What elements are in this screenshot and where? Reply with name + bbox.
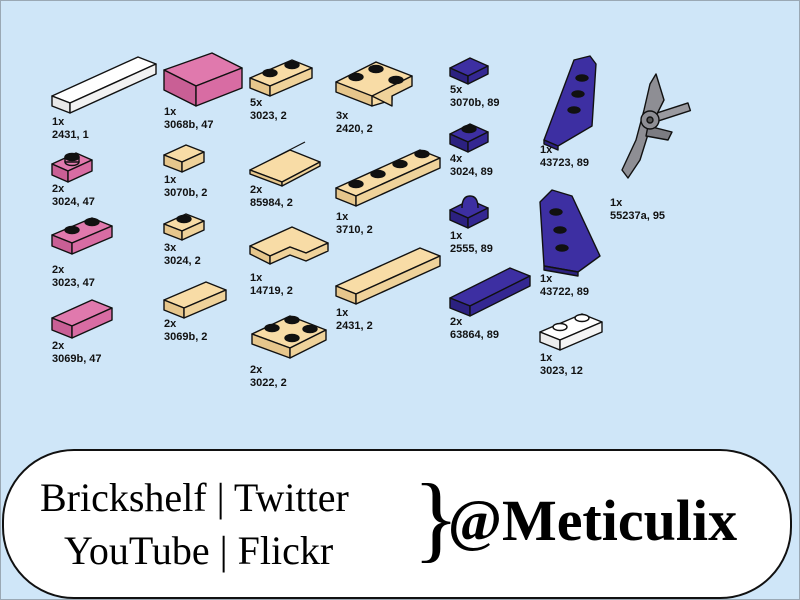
part-p6-icon <box>163 144 205 173</box>
part-p19-label: 2x 63864, 89 <box>450 316 499 341</box>
part-p23-icon <box>621 73 692 179</box>
banner-handle: @Meticulix <box>448 488 738 553</box>
part-p14-label: 1x 3710, 2 <box>336 211 373 236</box>
banner-links-line1: Brickshelf | Twitter <box>40 475 349 520</box>
part-p3-label: 2x 3023, 47 <box>52 264 95 289</box>
part-p21-label: 1x 43722, 89 <box>540 273 589 298</box>
part-p20-label: 1x 43723, 89 <box>540 144 589 169</box>
part-p22-label: 1x 3023, 12 <box>540 352 583 377</box>
part-p20-icon <box>543 55 597 151</box>
part-p21-icon <box>539 189 601 277</box>
part-p10-label: 2x 85984, 2 <box>250 184 293 209</box>
part-p22-icon <box>539 313 603 351</box>
part-p11-label: 1x 14719, 2 <box>250 272 293 297</box>
part-p3-icon <box>51 217 113 255</box>
part-p23-label: 1x 55237a, 95 <box>610 197 666 222</box>
part-p4-icon <box>51 299 113 339</box>
part-p5-label: 1x 3068b, 47 <box>164 106 214 131</box>
part-p2-icon <box>51 152 93 183</box>
part-p16-icon <box>449 57 489 85</box>
part-p5-icon <box>163 52 243 107</box>
part-p4-label: 2x 3069b, 47 <box>52 340 102 365</box>
part-p12-label: 2x 3022, 2 <box>250 364 287 389</box>
part-p6-label: 1x 3070b, 2 <box>164 174 208 199</box>
part-p18-label: 1x 2555, 89 <box>450 230 493 255</box>
part-p15-icon <box>335 247 441 305</box>
part-p9-label: 5x 3023, 2 <box>250 97 287 122</box>
part-p17-label: 4x 3024, 89 <box>450 153 493 178</box>
banner-links-line2: YouTube | Flickr <box>64 528 334 573</box>
part-p1-icon <box>51 56 157 114</box>
part-p9-icon <box>249 59 313 97</box>
part-p13-label: 3x 2420, 2 <box>336 110 373 135</box>
part-p8-label: 2x 3069b, 2 <box>164 318 208 343</box>
part-p15-label: 1x 2431, 2 <box>336 307 373 332</box>
part-p19-icon <box>449 267 531 317</box>
part-p2-label: 2x 3024, 47 <box>52 183 95 208</box>
part-p8-icon <box>163 281 227 319</box>
part-p16-label: 5x 3070b, 89 <box>450 84 500 109</box>
banner-brace: } <box>413 464 460 571</box>
part-p7-label: 3x 3024, 2 <box>164 242 201 267</box>
part-p11-icon <box>249 226 329 265</box>
part-p13-icon <box>335 61 413 107</box>
part-p14-icon <box>335 149 441 207</box>
credit-banner <box>2 449 792 599</box>
part-p1-label: 1x 2431, 1 <box>52 116 89 141</box>
part-p7-icon <box>163 213 205 241</box>
parts-illustration <box>51 52 692 359</box>
part-p12-icon <box>251 315 327 359</box>
part-p10-icon <box>249 141 321 187</box>
part-p18-icon <box>449 195 489 229</box>
part-p17-icon <box>449 123 489 153</box>
